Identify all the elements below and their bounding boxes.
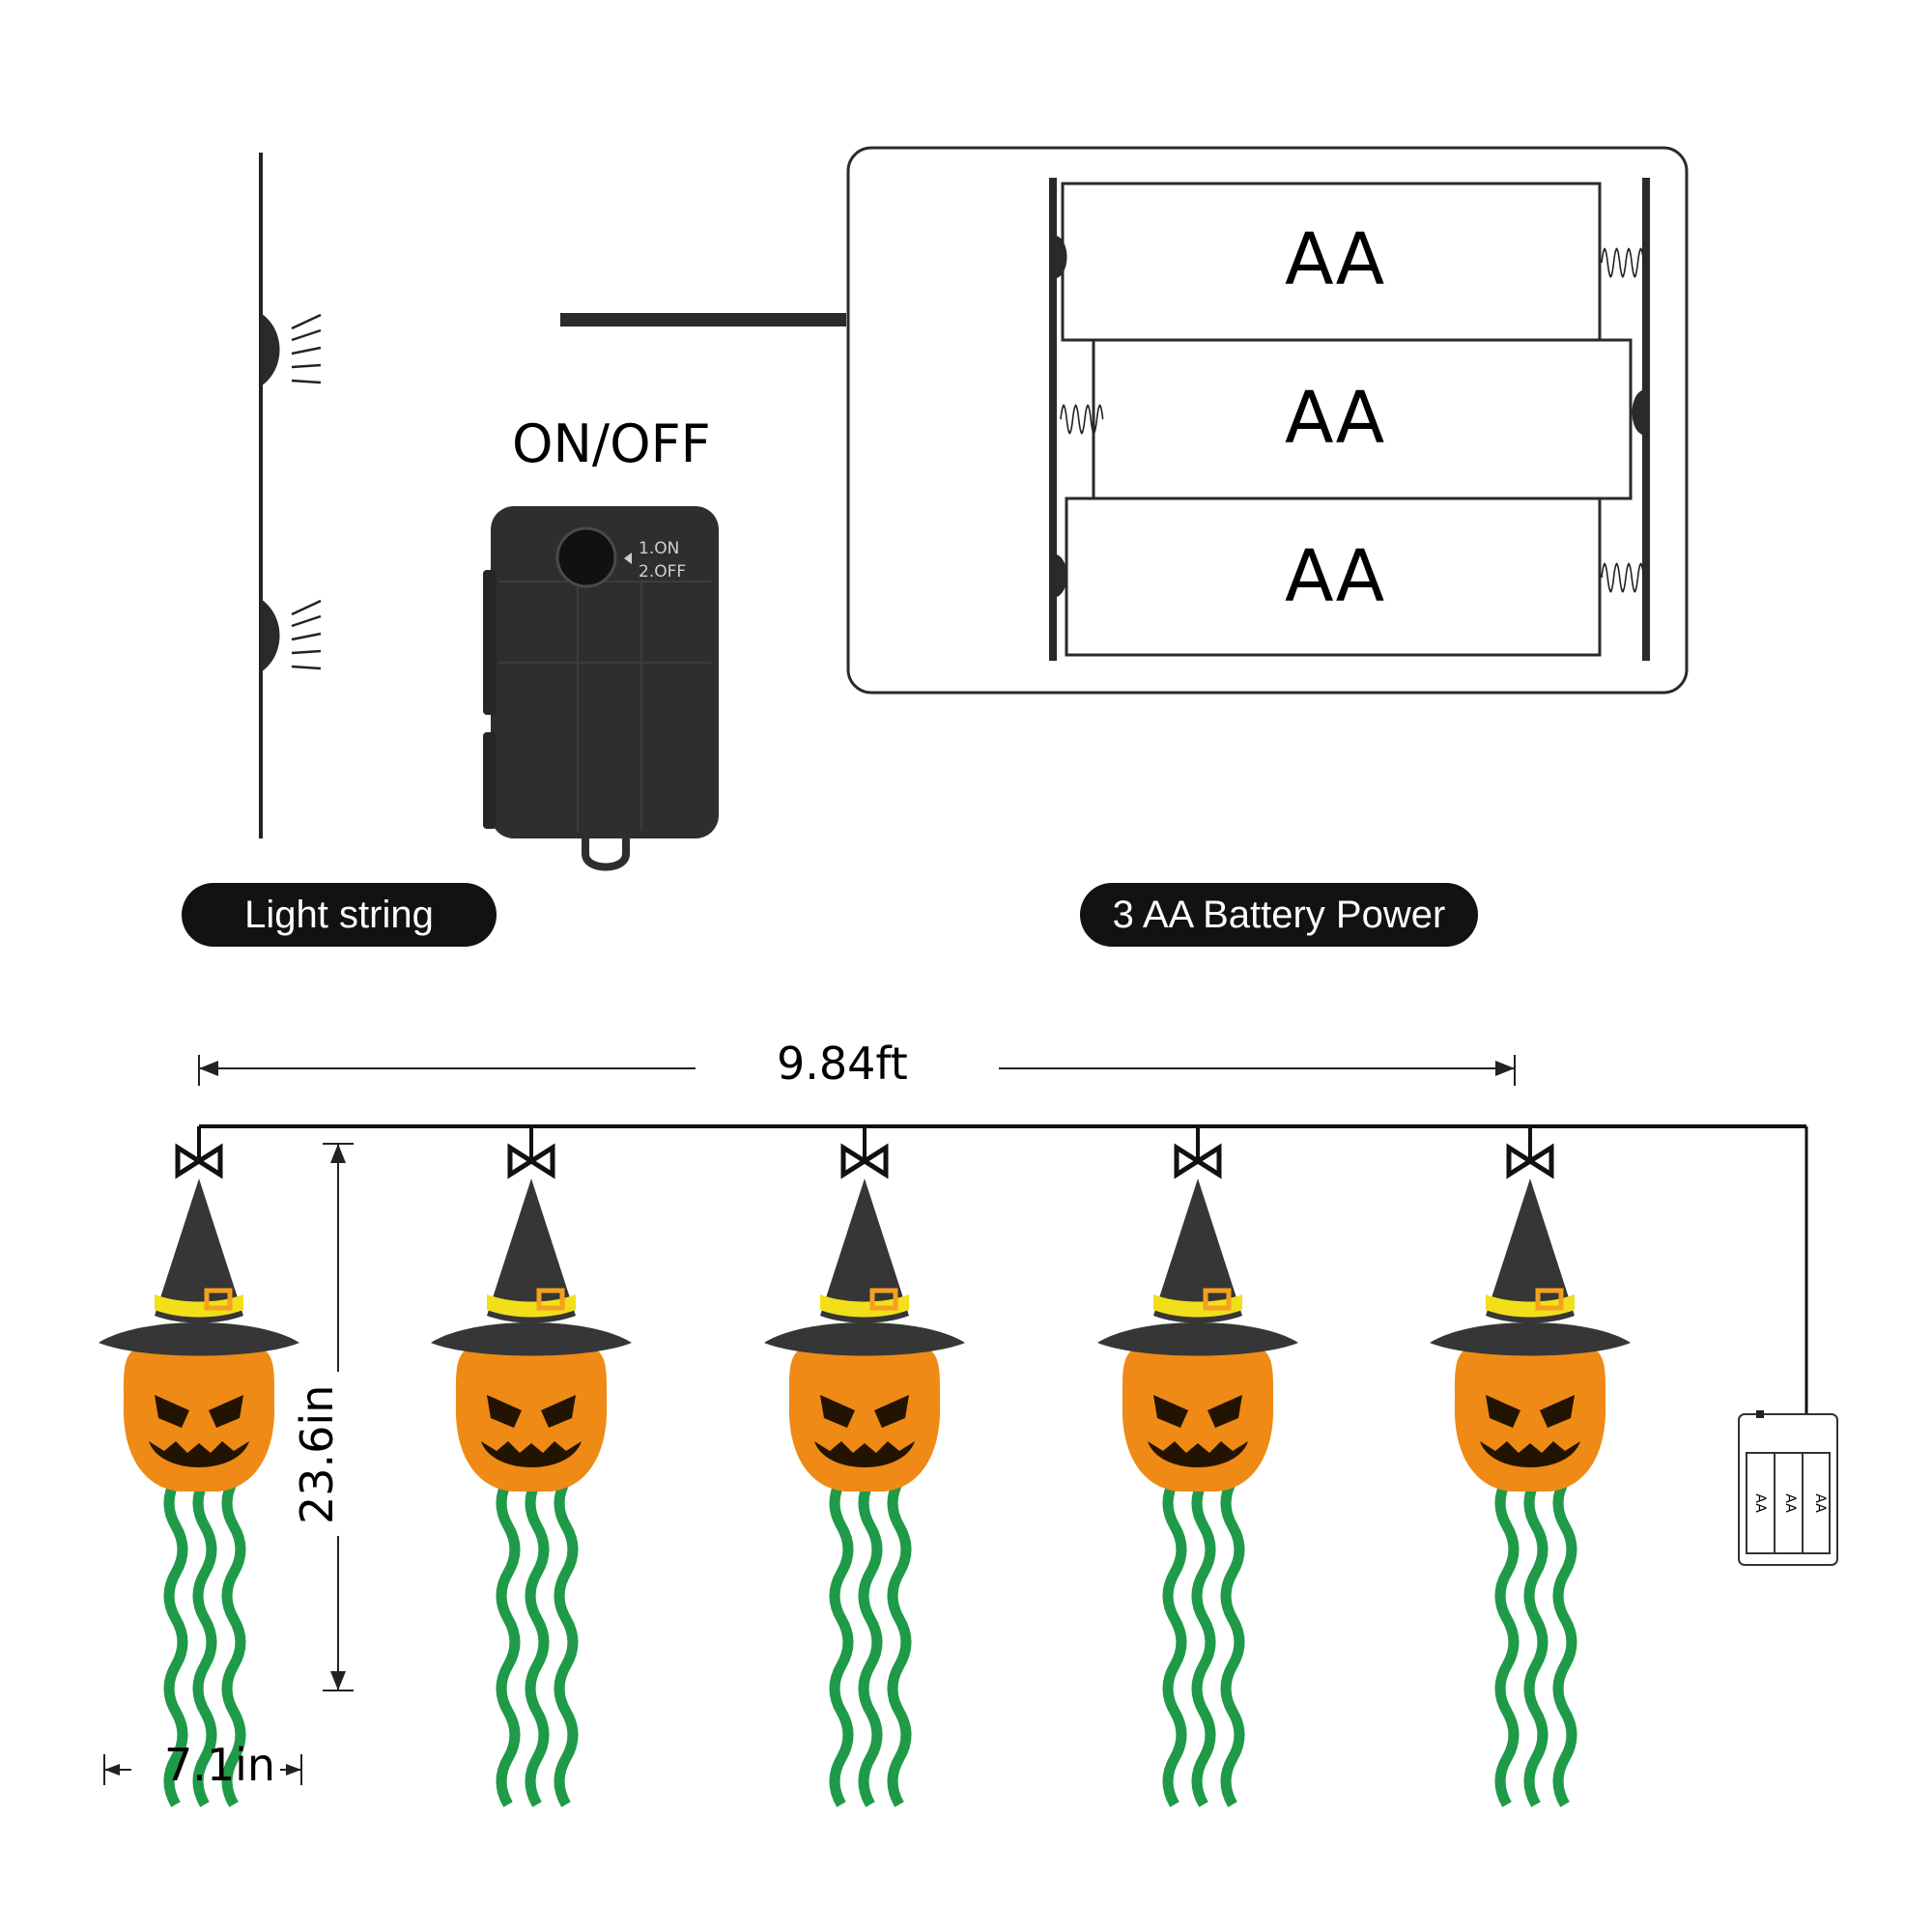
- width-arrow-left: [104, 1764, 120, 1776]
- battery-cell-2: [1092, 338, 1633, 500]
- battery-power-pill: 3 AA Battery Power: [1080, 883, 1478, 947]
- on-off-label: ON/OFF: [512, 413, 711, 474]
- mini-cell-3-label: AA: [1811, 1493, 1828, 1513]
- mini-battery-tray: [1746, 1452, 1831, 1554]
- led-bulb-1: [261, 313, 280, 386]
- control-box-clip-left: [483, 570, 497, 715]
- mini-cell-1-label: AA: [1751, 1493, 1768, 1513]
- battery-cell-2-label: AA: [1285, 377, 1385, 460]
- mini-box-switch: [1756, 1410, 1764, 1418]
- diagram-art: [99, 146, 1838, 1804]
- switch-on-label: 1.ON: [639, 539, 680, 558]
- height-arrow-top: [330, 1144, 346, 1163]
- pumpkin-light-2: [431, 1132, 632, 1804]
- led-rays-2: [291, 599, 322, 670]
- battery-nub-2: [1632, 390, 1642, 435]
- length-arrow-right: [1495, 1061, 1515, 1076]
- width-arrow-right: [286, 1764, 301, 1776]
- mini-cell-2-label: AA: [1781, 1493, 1798, 1513]
- battery-nub-3: [1057, 554, 1067, 597]
- width-dimension-label: 7.1in: [164, 1739, 276, 1791]
- pumpkin-light-5: [1430, 1132, 1631, 1804]
- switch-arrow-icon: [624, 553, 632, 564]
- led-bulb-2: [261, 599, 280, 672]
- power-button: [555, 526, 617, 588]
- pumpkin-light-1: [99, 1132, 299, 1804]
- control-box: [491, 506, 719, 838]
- height-arrow-bottom: [330, 1671, 346, 1690]
- pumpkin-light-4: [1097, 1132, 1298, 1804]
- switch-off-label: 2.OFF: [639, 562, 687, 582]
- led-rays-1: [291, 313, 322, 384]
- battery-cell-3-label: AA: [1285, 535, 1385, 618]
- control-box-clip-left-2: [483, 732, 497, 829]
- connector-wire: [560, 313, 846, 327]
- holder-contact-left: [1049, 178, 1057, 661]
- battery-cell-3: [1065, 497, 1602, 657]
- light-string-pill: Light string: [182, 883, 497, 947]
- pumpkin-light-3: [764, 1132, 965, 1804]
- battery-cell-1-label: AA: [1285, 218, 1385, 301]
- battery-nub-1: [1057, 236, 1067, 278]
- height-dimension-label: 23.6in: [291, 1384, 343, 1524]
- hang-loop: [582, 838, 630, 871]
- holder-contact-right: [1642, 178, 1650, 661]
- length-arrow-left: [199, 1061, 218, 1076]
- length-dimension-label: 9.84ft: [777, 1037, 908, 1090]
